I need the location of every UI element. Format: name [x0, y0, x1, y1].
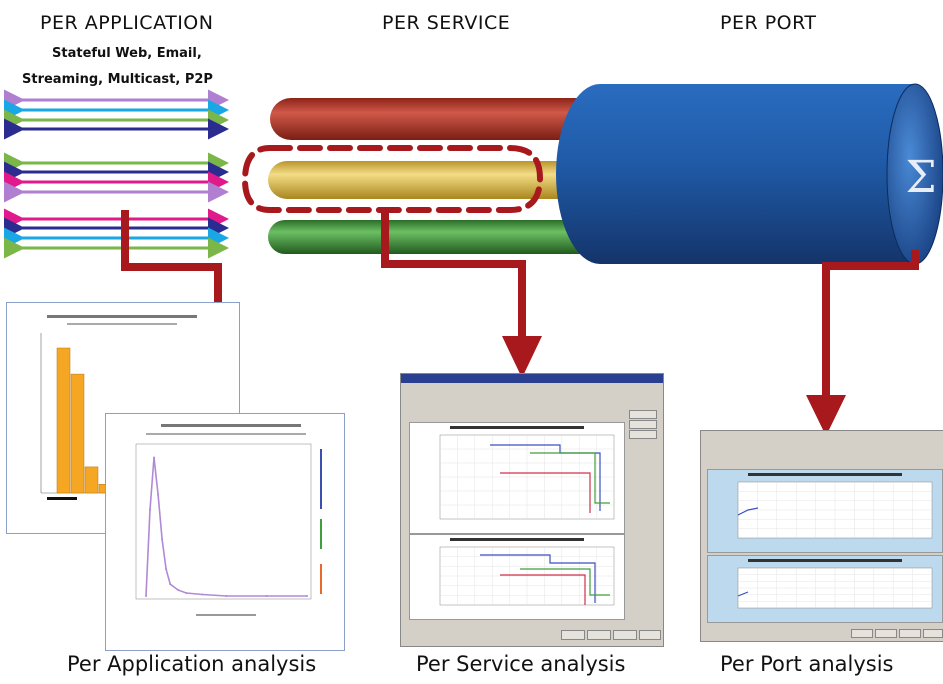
service-chart-bottom: [439, 538, 615, 606]
port-connector: [822, 250, 919, 398]
service-window-titlebar: [401, 374, 663, 383]
response-curve-point: [201, 593, 204, 596]
response-curve-point: [265, 595, 268, 598]
mini-title-smudge: [450, 426, 584, 429]
curve-plot-frame: [135, 443, 312, 600]
curve-title-smudge: [161, 424, 301, 427]
service-analysis-window: [400, 373, 664, 647]
response-curve-point: [185, 592, 188, 595]
service-chart-top: [439, 426, 615, 520]
response-curve-point: [145, 595, 147, 598]
service-pipes: [268, 98, 600, 254]
response-curve-point: [306, 595, 308, 598]
response-curve-point: [225, 595, 228, 598]
service-bottom-button-3[interactable]: [613, 630, 637, 640]
mini-trace: [530, 452, 610, 504]
port-bottom-button-1[interactable]: [851, 629, 873, 638]
service-side-button-2[interactable]: [629, 420, 657, 429]
port-bottom-button-2[interactable]: [875, 629, 897, 638]
response-curve-line: [145, 457, 307, 597]
service-highlight-dashed: [241, 145, 544, 213]
port-chart-bottom: [708, 556, 942, 622]
service-side-button-3[interactable]: [629, 430, 657, 439]
mini-trace: [500, 574, 586, 605]
curve-legend-orange: [320, 564, 322, 594]
service-chart-panel-bottom: [409, 534, 625, 620]
header-per-port: PER PORT: [720, 12, 817, 34]
port-arrowhead: [806, 395, 846, 436]
response-curve-point: [177, 589, 180, 592]
port-chart-top: [708, 470, 942, 552]
sigma-symbol: Σ: [905, 152, 936, 203]
response-curve-point: [165, 568, 168, 571]
mini-trace: [520, 568, 610, 596]
service-side-button-1[interactable]: [629, 410, 657, 419]
response-curve-point: [153, 456, 156, 459]
port-bottom-button-4[interactable]: [923, 629, 943, 638]
service-bottom-button-1[interactable]: [561, 630, 585, 640]
service-pipe-red: [270, 98, 600, 140]
header-application-protocols-1: Stateful Web, Email,: [52, 46, 202, 61]
application-curve-thumbnail: [105, 413, 345, 651]
service-pipe-green: [268, 220, 598, 254]
response-curve-point: [149, 508, 152, 511]
caption-per-service-analysis: Per Service analysis: [416, 652, 626, 676]
histogram-legend-mark: [47, 497, 77, 500]
service-connector: [381, 212, 526, 340]
curve-legend-blue: [320, 449, 322, 509]
port-chart-panel-top: [707, 469, 943, 553]
curve-legend-green: [320, 519, 322, 549]
service-chart-panel-top: [409, 422, 625, 534]
caption-per-application-analysis: Per Application analysis: [67, 652, 317, 676]
service-bottom-button-2[interactable]: [587, 630, 611, 640]
response-curve-point: [161, 538, 164, 541]
port-bottom-button-3[interactable]: [899, 629, 921, 638]
service-bottom-button-4[interactable]: [639, 630, 661, 640]
port-pipe: Σ: [556, 83, 943, 265]
curve-subtitle-smudge: [146, 433, 306, 435]
histogram-title-smudge: [47, 315, 197, 318]
port-analysis-window: [700, 430, 943, 642]
service-pipe-yellow: [268, 161, 600, 199]
curve-xlabel-smudge: [196, 614, 256, 616]
response-curve-point: [157, 493, 160, 496]
response-curve-chart: [135, 424, 322, 616]
port-pipe-body: [556, 84, 915, 264]
service-arrowhead: [502, 336, 542, 378]
header-application-protocols-2: Streaming, Multicast, P2P: [22, 72, 213, 87]
histogram-bar: [56, 347, 71, 494]
histogram-bar: [84, 466, 99, 494]
mini-title-smudge: [748, 473, 902, 476]
histogram-bar: [70, 373, 85, 494]
histogram-subtitle-smudge: [67, 323, 177, 325]
mini-trace: [480, 554, 596, 603]
mini-trace: [500, 472, 591, 513]
mini-trace: [737, 507, 759, 516]
mini-title-smudge: [748, 559, 902, 562]
header-per-application: PER APPLICATION: [40, 12, 214, 34]
mini-title-smudge: [450, 538, 584, 541]
response-curve-point: [169, 583, 172, 586]
mini-trace: [737, 591, 749, 597]
port-chart-panel-bottom: [707, 555, 943, 623]
header-per-service: PER SERVICE: [382, 12, 511, 34]
caption-per-port-analysis: Per Port analysis: [720, 652, 894, 676]
